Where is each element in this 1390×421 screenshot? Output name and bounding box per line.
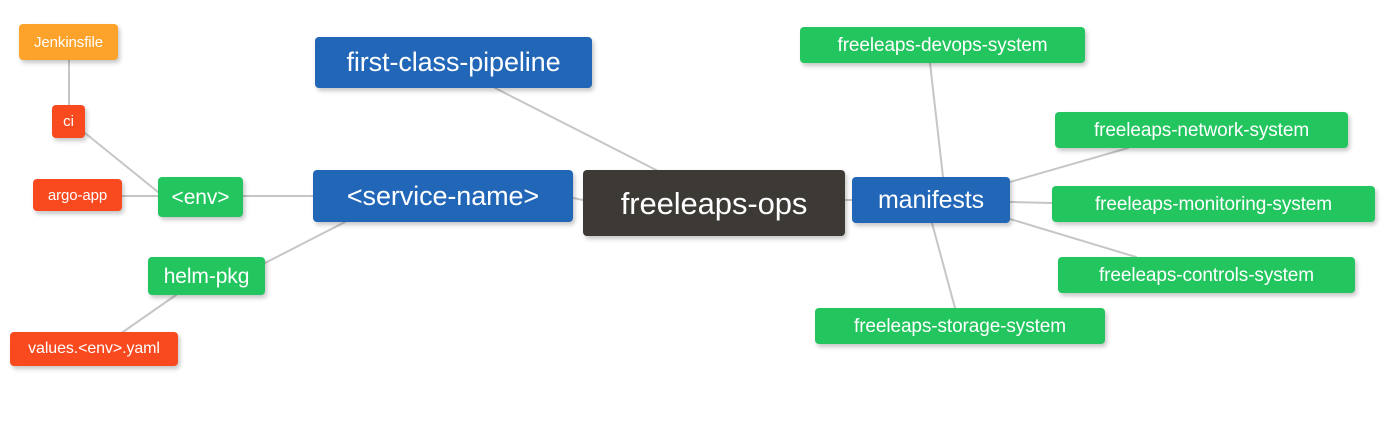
edge-manifests-to-freeleaps-controls-system [1009,218,1137,258]
node-label-env: <env> [171,185,230,209]
node-label-argo-app: argo-app [47,186,108,204]
node-label-helm-pkg: helm-pkg [163,264,250,288]
node-argo-app[interactable]: argo-app [33,179,122,211]
edge-manifests-to-freeleaps-monitoring-system [1009,201,1053,204]
node-helm-pkg[interactable]: helm-pkg [148,257,265,295]
node-values-env-yaml[interactable]: values.<env>.yaml [10,332,178,366]
node-freeleaps-ops[interactable]: freeleaps-ops [583,170,845,236]
edge-manifests-to-freeleaps-devops-system [929,62,944,178]
node-label-freeleaps-devops-system: freeleaps-devops-system [837,34,1048,56]
edge-service-name-to-helm-pkg [264,221,346,264]
node-service-name[interactable]: <service-name> [313,170,573,222]
node-first-class-pipeline[interactable]: first-class-pipeline [315,37,592,88]
node-label-freeleaps-controls-system: freeleaps-controls-system [1098,264,1315,286]
edge-service-name-to-freeleaps-ops [572,197,584,201]
edge-helm-pkg-to-values-env-yaml [119,294,177,335]
node-freeleaps-network-system[interactable]: freeleaps-network-system [1055,112,1348,148]
node-label-freeleaps-network-system: freeleaps-network-system [1093,119,1310,141]
node-ci[interactable]: ci [52,105,85,138]
node-env[interactable]: <env> [158,177,243,217]
node-freeleaps-storage-system[interactable]: freeleaps-storage-system [815,308,1105,344]
node-label-freeleaps-ops: freeleaps-ops [620,185,808,221]
node-label-first-class-pipeline: first-class-pipeline [346,47,561,77]
node-freeleaps-controls-system[interactable]: freeleaps-controls-system [1058,257,1355,293]
node-label-manifests: manifests [877,185,985,214]
node-label-freeleaps-storage-system: freeleaps-storage-system [854,315,1066,337]
node-label-service-name: <service-name> [346,180,540,211]
edge-manifests-to-freeleaps-storage-system [931,222,956,309]
node-label-jenkinsfile: Jenkinsfile [34,33,103,51]
edge-manifests-to-freeleaps-network-system [1009,147,1129,183]
node-label-values-env-yaml: values.<env>.yaml [28,340,160,357]
node-label-freeleaps-monitoring-system: freeleaps-monitoring-system [1095,193,1332,215]
node-jenkinsfile[interactable]: Jenkinsfile [19,24,118,60]
node-label-ci: ci [63,113,74,130]
node-freeleaps-monitoring-system[interactable]: freeleaps-monitoring-system [1052,186,1375,222]
edge-first-class-pipeline-to-freeleaps-ops [494,87,661,173]
node-manifests[interactable]: manifests [852,177,1010,223]
node-freeleaps-devops-system[interactable]: freeleaps-devops-system [800,27,1085,63]
